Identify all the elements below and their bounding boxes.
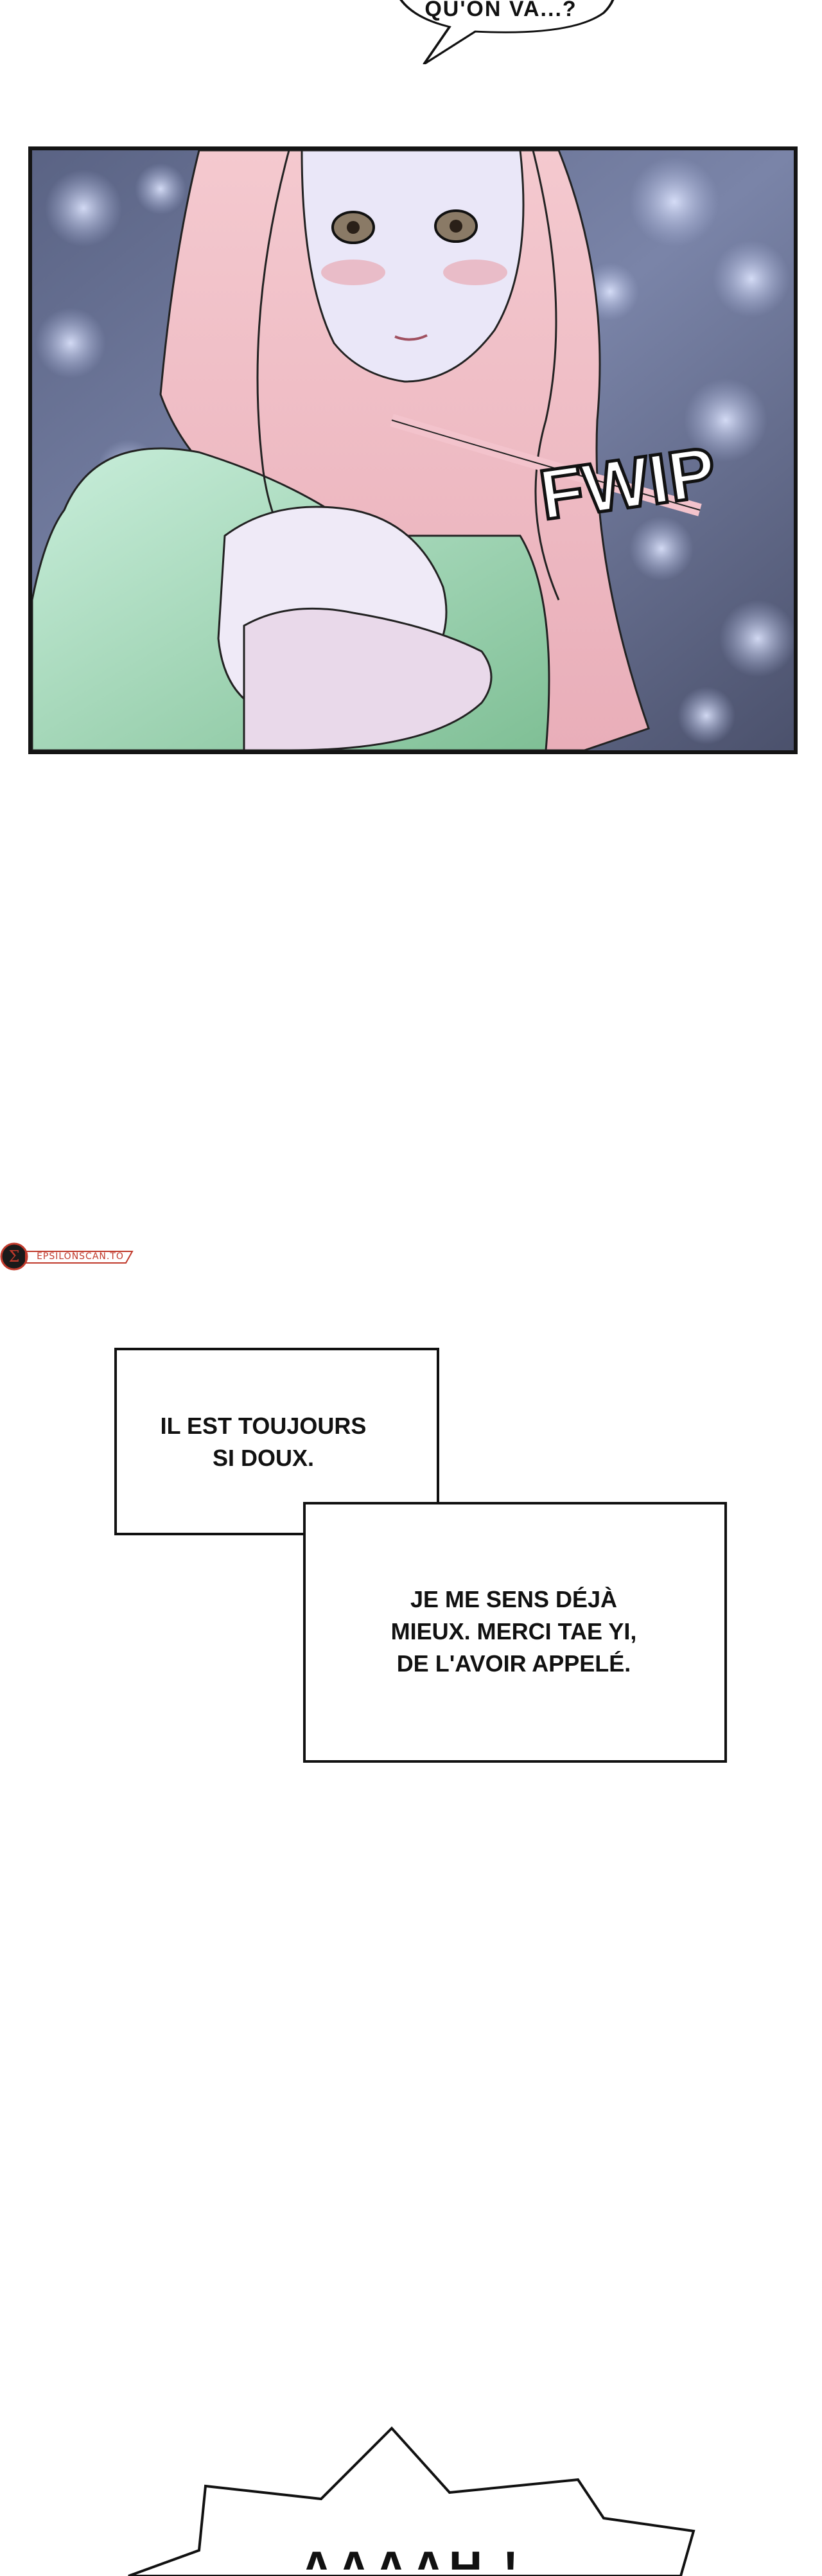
narration-line: DE L'AVOIR APPELÉ. — [396, 1650, 631, 1677]
narration-line: SI DOUX. — [212, 1445, 315, 1471]
narration-line: JE ME SENS DÉJÀ — [410, 1586, 618, 1612]
watermark-text: EPSILONSCAN.TO — [37, 1251, 124, 1262]
top-bubble-text: QU'ON VA...? — [424, 0, 577, 21]
panel-illustration: FWIP — [32, 150, 794, 750]
shout-bubble — [128, 2426, 695, 2576]
svg-text:Σ: Σ — [9, 1248, 20, 1266]
narration-box-2 — [303, 1502, 727, 1763]
watermark-logo: Σ — [0, 1242, 134, 1271]
narration-text-1: IL EST TOUJOURS SI DOUX. — [128, 1410, 398, 1474]
shout-text: AAAAH ! — [300, 2543, 522, 2570]
narration-line: MIEUX. MERCI TAE YI, — [390, 1618, 637, 1645]
art-panel: FWIP — [28, 146, 798, 754]
narration-line: IL EST TOUJOURS — [160, 1413, 367, 1439]
narration-text-2: JE ME SENS DÉJÀ MIEUX. MERCI TAE YI, DE … — [334, 1584, 694, 1680]
top-speech-bubble — [399, 0, 615, 64]
